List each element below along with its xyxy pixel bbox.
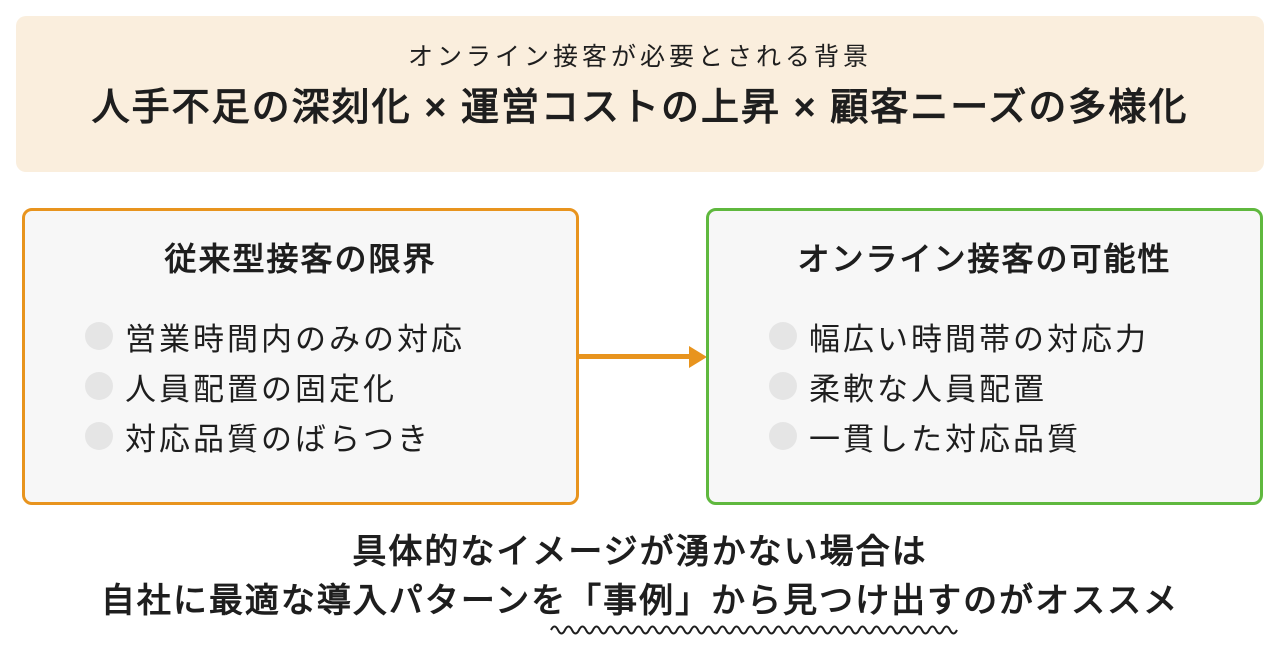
list-item: 柔軟な人員配置 xyxy=(769,361,1260,411)
bullet-dot-icon xyxy=(769,422,797,450)
list-item-label: 対応品質のばらつき xyxy=(125,421,431,457)
footer-note-line1: 具体的なイメージが湧かない場合は xyxy=(352,533,928,571)
list-item-label: 営業時間内のみの対応 xyxy=(125,321,465,357)
online-service-box: オンライン接客の可能性 幅広い時間帯の対応力 柔軟な人員配置 一貫した対応品質 xyxy=(706,208,1263,505)
footer-line2-before: 自社に最適な導入パターンを xyxy=(100,582,568,620)
list-item-label: 幅広い時間帯の対応力 xyxy=(809,321,1149,357)
bullet-dot-icon xyxy=(769,322,797,350)
footer-line2-emphasis: 「事例」から見つけ出す xyxy=(550,582,964,635)
list-item: 幅広い時間帯の対応力 xyxy=(769,311,1260,361)
online-service-box-title: オンライン接客の可能性 xyxy=(797,241,1172,277)
traditional-service-box: 従来型接客の限界 営業時間内のみの対応 人員配置の固定化 対応品質のばらつき xyxy=(22,208,579,505)
flow-arrow-icon xyxy=(578,345,707,368)
footer-note: 具体的なイメージが湧かない場合は 自社に最適な導入パターンを「事例」から見つけ出… xyxy=(0,528,1280,635)
bullet-dot-icon xyxy=(85,422,113,450)
background-banner: オンライン接客が必要とされる背景 人手不足の深刻化 × 運営コストの上昇 × 顧… xyxy=(16,16,1264,172)
list-item-label: 柔軟な人員配置 xyxy=(809,371,1047,407)
list-item: 対応品質のばらつき xyxy=(85,411,576,461)
list-item-label: 一貫した対応品質 xyxy=(809,421,1081,457)
online-service-list: 幅広い時間帯の対応力 柔軟な人員配置 一貫した対応品質 xyxy=(709,311,1260,461)
arrow-head-icon xyxy=(689,345,707,368)
list-item: 人員配置の固定化 xyxy=(85,361,576,411)
bullet-dot-icon xyxy=(769,372,797,400)
traditional-service-box-title: 従来型接客の限界 xyxy=(164,241,437,277)
footer-line2-after: のがオススメ xyxy=(963,582,1180,620)
list-item-label: 人員配置の固定化 xyxy=(125,371,397,407)
traditional-service-list: 営業時間内のみの対応 人員配置の固定化 対応品質のばらつき xyxy=(25,311,576,461)
footer-note-line2: 自社に最適な導入パターンを「事例」から見つけ出すのがオススメ xyxy=(0,577,1280,635)
wavy-underline xyxy=(550,625,959,635)
list-item: 一貫した対応品質 xyxy=(769,411,1260,461)
banner-title: 人手不足の深刻化 × 運営コストの上昇 × 顧客ニーズの多様化 xyxy=(91,87,1189,129)
list-item: 営業時間内のみの対応 xyxy=(85,311,576,361)
banner-subtitle: オンライン接客が必要とされる背景 xyxy=(407,43,872,71)
footer-line2-emphasis-text: 「事例」から見つけ出す xyxy=(567,582,964,620)
bullet-dot-icon xyxy=(85,322,113,350)
bullet-dot-icon xyxy=(85,372,113,400)
